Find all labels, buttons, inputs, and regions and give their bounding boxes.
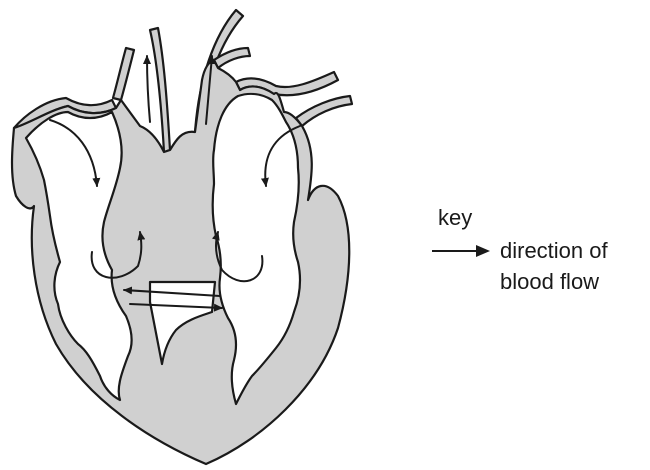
legend-arrow-icon [430, 243, 492, 259]
upper-left-vessel [113, 48, 134, 100]
legend-title: key [438, 205, 472, 231]
legend: key direction of blood flow [430, 205, 645, 315]
legend-label-line2: blood flow [500, 266, 608, 297]
flow-arrow-aorta-out [147, 56, 150, 122]
legend-label-line1: direction of [500, 235, 608, 266]
legend-label: direction of blood flow [500, 235, 608, 297]
aorta [150, 28, 170, 152]
far-right-vessel [296, 96, 352, 126]
